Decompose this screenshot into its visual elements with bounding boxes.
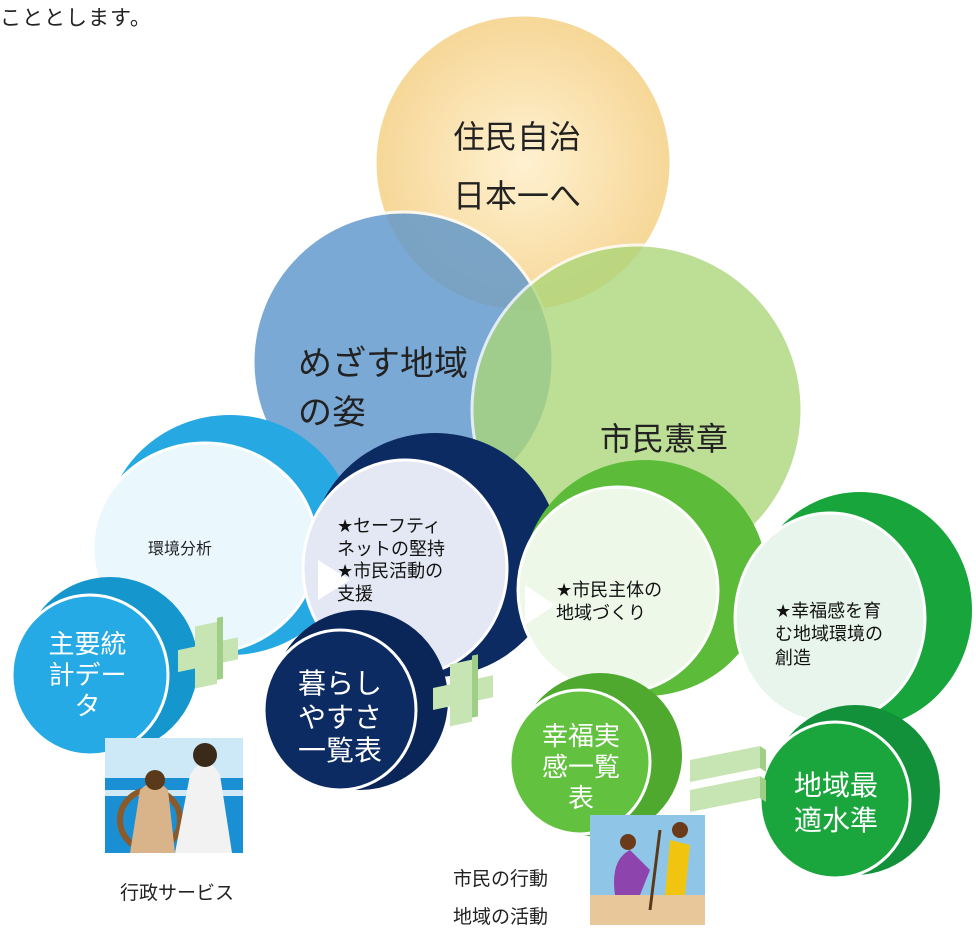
label-tokei: 主要統 計デー タ <box>48 630 127 723</box>
label-saiteki: 地域最 適水準 <box>793 769 878 837</box>
label-kurashi: 暮らし やすさ 一覧表 <box>297 667 382 768</box>
clipart-planting <box>590 815 705 925</box>
disc-kofuku-kan <box>733 492 972 728</box>
caption-shimin-kodo: 市民の行動 <box>453 868 549 890</box>
label-kofuku-kan: ★幸福感を育 む地域環境の 創造 <box>775 601 883 669</box>
label-mezasu: めざす地域 の姿 <box>298 344 468 434</box>
label-shimin-shutai: ★市民主体の 地域づくり <box>556 580 663 624</box>
label-safety: ★セーフティ ネットの堅持 ★市民活動の 支援 <box>337 516 445 605</box>
clipart-ship-wheel <box>105 738 243 853</box>
equals-sign <box>690 746 766 812</box>
label-jumin-jichi: 住民自治 日本一へ <box>453 118 582 216</box>
label-jikkan: 幸福実 感一覧 表 <box>541 722 620 815</box>
plus-sign-1 <box>178 616 238 689</box>
disc-kurashi <box>262 610 448 792</box>
disc-jikkan <box>508 673 682 837</box>
disc-shimin-shutai <box>516 460 767 696</box>
caption-chiiki-katsudo: 地域の活動 <box>453 906 549 928</box>
caption-gyosei: 行政サービス <box>120 882 235 904</box>
label-kensho: 市民憲章 <box>600 420 729 458</box>
plus-sign-2 <box>433 654 493 727</box>
label-kankyo: 環境分析 <box>148 539 213 558</box>
disc-saiteki <box>758 705 940 880</box>
disc-tokei <box>10 577 198 757</box>
intro-text: こととします。 <box>0 6 152 30</box>
